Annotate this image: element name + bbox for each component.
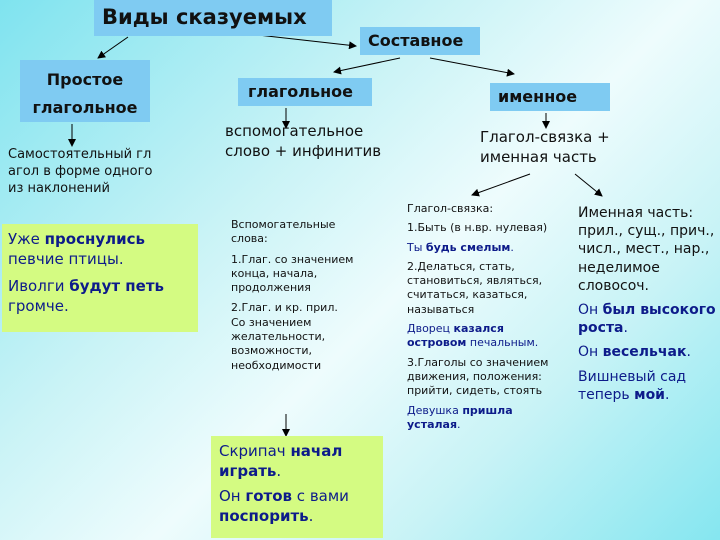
aux-words-block: Вспомогательные слова: 1.Глаг. со значен… (231, 218, 355, 373)
aux-item-2: 2.Глаг. и кр. прил. Со значением желател… (231, 301, 338, 372)
nominal-example-2: Он весельчак. (578, 344, 691, 361)
verbal-label: глагольное (248, 82, 353, 101)
simple-description: Самостоятельный глагол в форме одного из… (8, 147, 153, 196)
nominal-example-3: Вишневый сад теперь мой. (578, 368, 687, 403)
verbal-example-2: Он готов с вами поспорить. (219, 487, 349, 525)
verbal-description: вспомогательное слово + инфинитив (225, 122, 382, 160)
composite-label: Составное (368, 31, 464, 50)
page-title: Виды сказуемых (102, 5, 307, 29)
nominal-box: именное (490, 83, 610, 111)
simple-example-1: Уже проснулись певчие птицы. (8, 230, 145, 268)
link-item-3: 3.Глаголы со значением движения, положен… (407, 355, 549, 398)
link-item-2: 2.Делаться, стать, становиться, являться… (407, 259, 543, 316)
nominal-example-1: Он был высокого роста. (578, 301, 716, 337)
link-example-1: Ты будь смелым. (407, 240, 514, 254)
simple-example-2: Иволги будут петь громче. (8, 277, 165, 315)
verbal-examples-box: Скрипач начал играть. Он готов с вами по… (211, 436, 383, 538)
arrow-desc-to-link (471, 173, 531, 197)
nominal-part-block: Именная часть: прил., сущ., прич., числ.… (578, 204, 716, 404)
nominal-label: именное (498, 87, 578, 106)
simple-label-1: Простое (46, 70, 124, 89)
composite-box: Составное (360, 27, 480, 55)
title-box: Виды сказуемых (94, 0, 332, 36)
link-verb-block: Глагол-связка: 1.Быть (в н.вр. нулевая) … (407, 202, 567, 432)
link-item-1: 1.Быть (в н.вр. нулевая) (407, 221, 548, 235)
simple-examples-box: Уже проснулись певчие птицы. Иволги буду… (2, 224, 198, 332)
nominal-description: Глагол-связка + именная часть (480, 128, 610, 166)
verbal-example-1: Скрипач начал играть. (219, 442, 343, 480)
arrow-composite-to-nominal (429, 57, 515, 77)
simple-label-2: глагольное (32, 98, 138, 117)
aux-heading: Вспомогательные слова: (231, 218, 336, 246)
nominal-part-text: Именная часть: прил., сущ., прич., числ.… (578, 205, 715, 294)
arrow-title-to-composite (257, 34, 357, 50)
arrow-title-to-simple (97, 36, 129, 59)
verbal-box: глагольное (238, 78, 372, 106)
link-heading: Глагол-связка: (407, 202, 494, 215)
aux-item-1: 1.Глаг. со значением конца, начала, прод… (231, 252, 354, 295)
simple-box: Простое глагольное (20, 60, 150, 122)
link-example-3: Девушка пришла усталая. (407, 403, 513, 431)
arrow-desc-to-nominal-part (574, 173, 603, 197)
link-example-2: Дворец казался островом печальным. (407, 322, 539, 350)
arrow-composite-to-verbal (333, 57, 401, 75)
